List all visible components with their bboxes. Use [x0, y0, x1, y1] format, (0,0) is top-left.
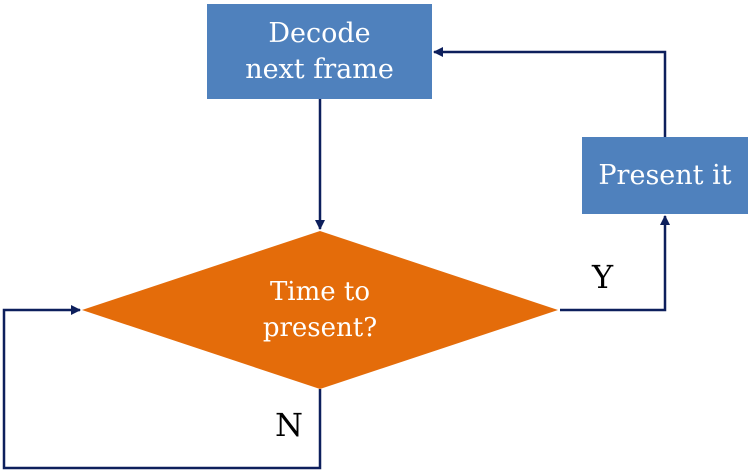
- decision-label-line2: present?: [262, 313, 378, 343]
- decode-label-line1: Decode: [268, 18, 371, 50]
- yes-edge-label: Y: [592, 258, 614, 296]
- present-label: Present it: [598, 159, 732, 191]
- decision-node-label: Time to present?: [170, 262, 470, 358]
- no-edge-label: N: [275, 406, 303, 444]
- decision-diamond: [82, 231, 558, 389]
- arrow-present-to-decode: [433, 47, 667, 137]
- arrow-no-loop-back: [2, 305, 322, 470]
- present-box: [582, 137, 748, 214]
- decode-box: [207, 4, 432, 99]
- arrow-yes-to-present: [560, 215, 670, 312]
- decision-label-line1: Time to: [269, 276, 371, 307]
- present-node-label: Present it: [582, 137, 748, 214]
- decode-node-label: Decode next frame: [207, 4, 432, 99]
- decode-label-line2: next frame: [245, 53, 394, 85]
